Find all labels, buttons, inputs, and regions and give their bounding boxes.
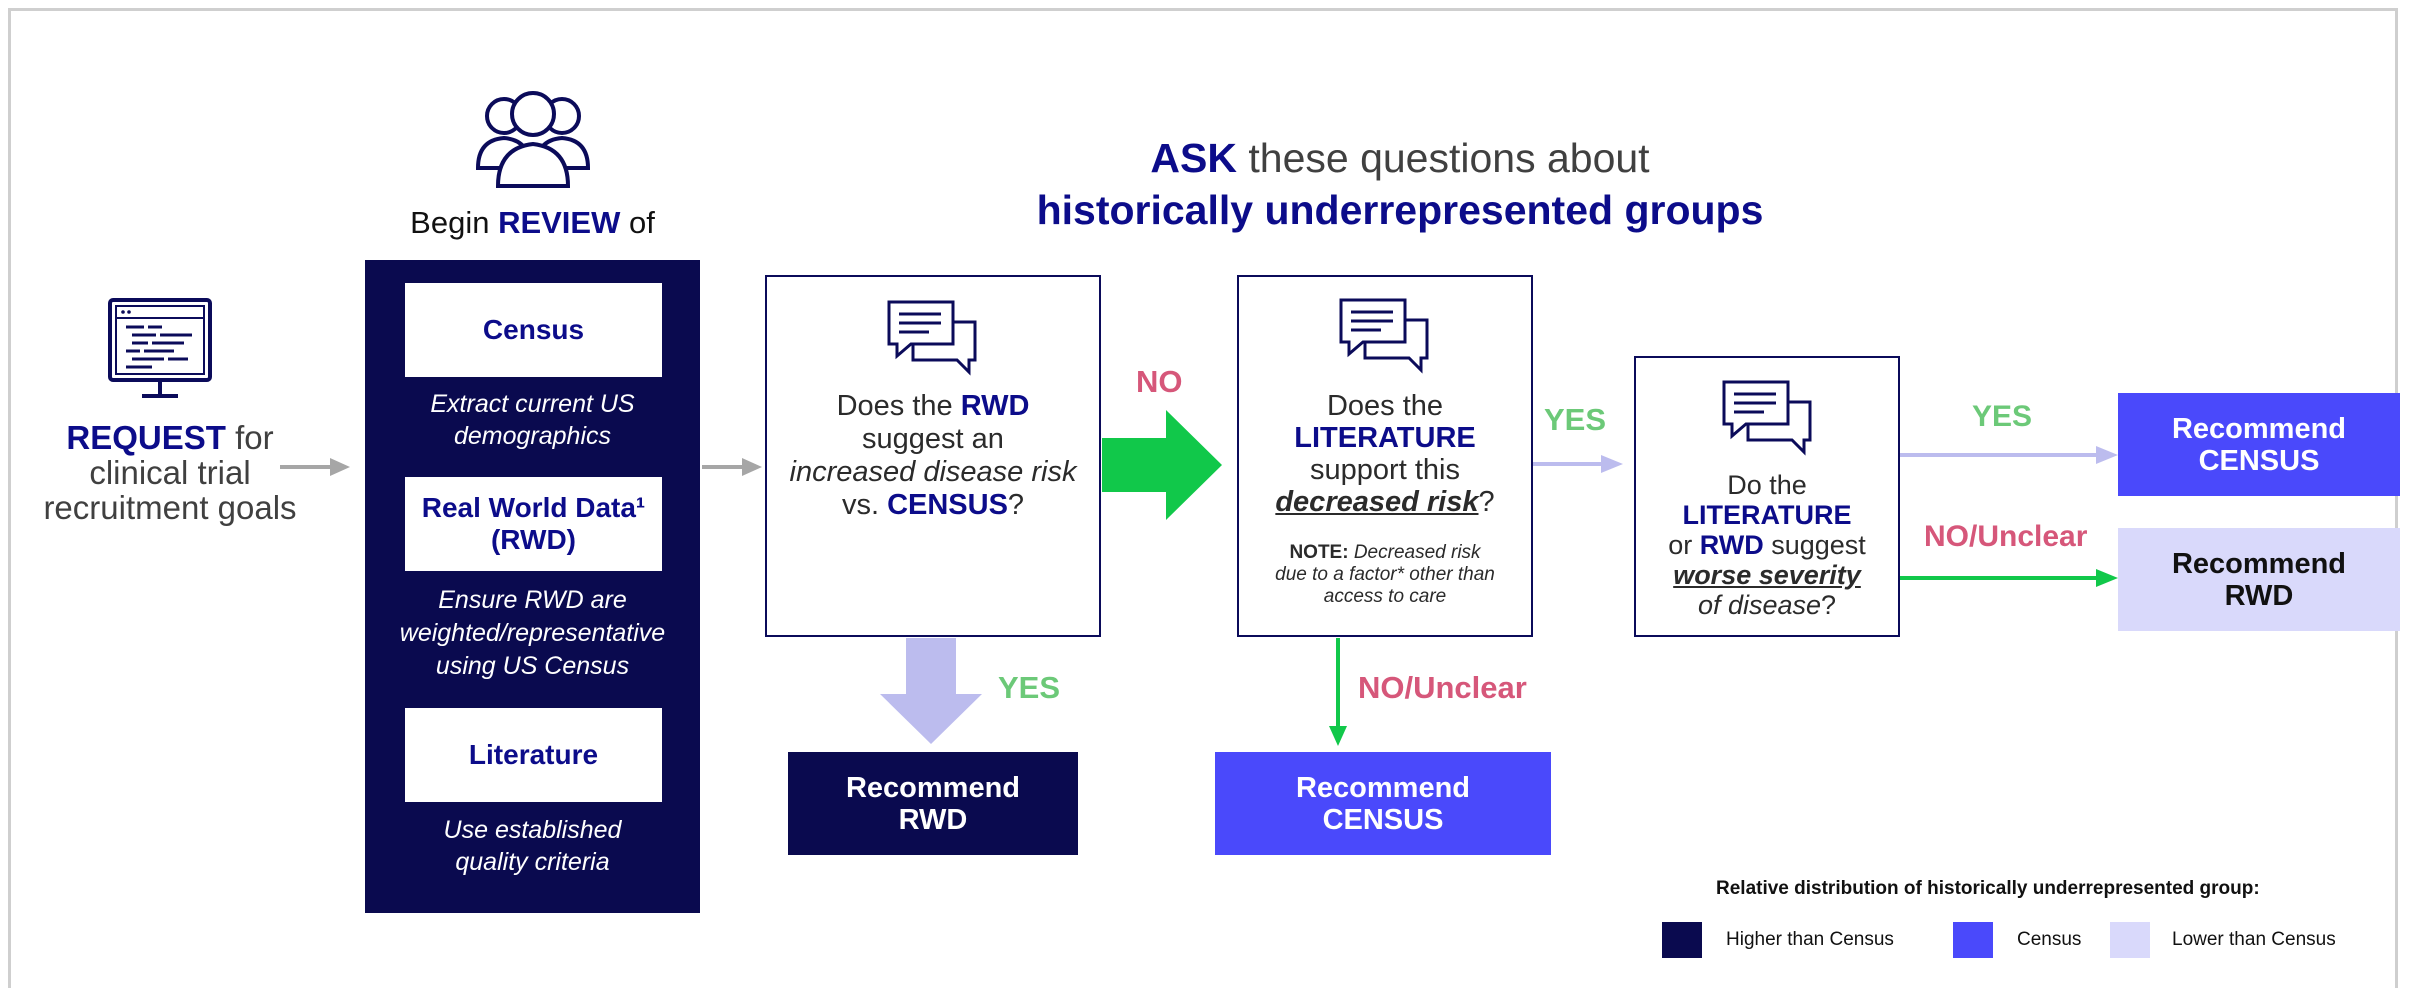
monitor-code-icon [108,298,212,398]
source-literature-note: Use established quality criteria [370,814,695,878]
request-line2: clinical trial [89,454,251,491]
recommend-line: Recommend [2171,547,2347,580]
question-2-text: Does the LITERATURE support this decreas… [1239,390,1531,518]
yes-label-q2: YES [1544,402,1607,437]
source-rwd-note-line: Ensure RWD are [438,586,627,614]
no-label: NO [1136,364,1183,399]
arrow-no-q1-to-q2 [1102,410,1222,520]
q1-l4c: ? [1007,489,1025,521]
request-keyword: REQUEST [66,419,226,456]
q2-note-label: NOTE: [1289,542,1349,563]
source-literature-note-line: Use established [443,816,622,844]
q2-l3: support this [1310,454,1460,486]
source-rwd-note-line: weighted/representative [399,619,666,647]
q1-l1b: RWD [960,390,1030,422]
q3-l3a: or [1668,530,1700,560]
recommend-line: CENSUS [1322,803,1444,836]
legend-label-census: Census [2017,929,2082,950]
recommend-line: Recommend [2171,412,2347,445]
q2-note-l2: due to a factor* other than [1275,564,1495,585]
yes-label-q3: YES [1972,400,2033,433]
legend-label-higher: Higher than Census [1726,929,1894,950]
q2-note-l3: access to care [1323,586,1447,607]
q2-l1: Does the [1326,390,1444,422]
q3-l3c: suggest [1763,530,1866,560]
yes-label-q1: YES [998,670,1061,705]
q3-l2: LITERATURE [1682,500,1852,530]
recommend-line: CENSUS [2198,444,2320,477]
source-census-note: Extract current US demographics [370,388,695,452]
chat-bubbles-icon [887,300,977,376]
q3-l5b: ? [1821,590,1837,620]
q1-l2: suggest an [862,423,1004,455]
request-line3: recruitment goals [43,489,297,526]
review-keyword: REVIEW [498,205,621,240]
q3-l5a: of disease [1697,590,1822,620]
review-prefix: Begin [410,205,499,240]
diagram-frame [8,8,2398,988]
source-census-note-line: Extract current US [430,390,635,418]
q1-l4a: vs. [841,489,888,521]
arrow-yes-q3-to-census [1900,446,2118,464]
review-title: Begin REVIEW of [370,205,695,241]
source-literature-note-line: quality criteria [455,848,610,876]
legend-swatch-higher [1662,922,1702,958]
q3-l1: Do the [1727,470,1807,500]
q1-l4b: CENSUS [887,489,1008,521]
arrow-review-to-q1 [702,458,762,476]
recommend-line: Recommend [1295,771,1471,804]
source-census-label: Census [482,314,585,345]
arrow-yes-q1-down [880,638,982,744]
legend-swatch-census [1953,922,1993,958]
arrow-no-unclear-q2-down [1329,638,1347,746]
source-census-note-line: demographics [453,422,612,450]
request-label: REQUEST for clinical trial recruitment g… [20,420,320,525]
no-unclear-label-q2: NO/Unclear [1358,670,1527,705]
source-rwd-label-line2: (RWD) [490,524,576,555]
question-3-text: Do the LITERATURE or RWD suggest worse s… [1636,470,1898,620]
question-2-note: NOTE: Decreased risk due to a factor* ot… [1245,542,1525,608]
arrow-request-to-review [280,458,350,476]
source-rwd-note-line: using US Census [435,652,630,680]
legend-swatch-lower [2110,922,2150,958]
legend-title: Relative distribution of historically un… [1716,878,2260,899]
recommend-line: Recommend [845,771,1021,804]
chat-bubbles-icon [1722,380,1812,456]
q2-l4b: ? [1478,486,1495,518]
q1-l3: increased disease risk [789,456,1077,488]
recommend-line: RWD [2224,579,2294,612]
ask-line2: historically underrepresented groups [1036,187,1764,233]
review-suffix: of [620,205,655,240]
legend-label-lower: Lower than Census [2172,929,2336,950]
question-1-text: Does the RWD suggest an increased diseas… [767,390,1099,522]
source-rwd-note: Ensure RWD are weighted/representative u… [370,584,695,683]
q2-l2: LITERATURE [1294,422,1476,454]
request-rest: for [225,419,274,456]
chat-bubbles-icon [1339,298,1429,374]
arrow-no-unclear-q3-to-rwd [1900,569,2118,587]
q3-l3b: RWD [1699,530,1764,560]
ask-rest: these questions about [1236,135,1650,181]
q2-note-l1: Decreased risk [1348,542,1481,563]
ask-heading: ASK these questions about historically u… [880,132,1920,236]
no-unclear-label-q3: NO/Unclear [1924,520,2088,553]
source-literature-label: Literature [468,739,599,770]
group-users-icon [475,91,591,188]
source-census-box: Census [405,283,662,377]
source-rwd-label-line1: Real World Data¹ [421,492,646,523]
q1-l1a: Does the [836,390,961,422]
q2-l4a: decreased risk [1275,486,1479,518]
arrow-yes-q2-to-q3 [1533,455,1623,473]
source-rwd-box: Real World Data¹ (RWD) [405,477,662,571]
source-literature-box: Literature [405,708,662,802]
recommend-line: RWD [898,803,968,836]
q3-l4: worse severity [1673,560,1861,590]
ask-keyword: ASK [1150,135,1237,181]
